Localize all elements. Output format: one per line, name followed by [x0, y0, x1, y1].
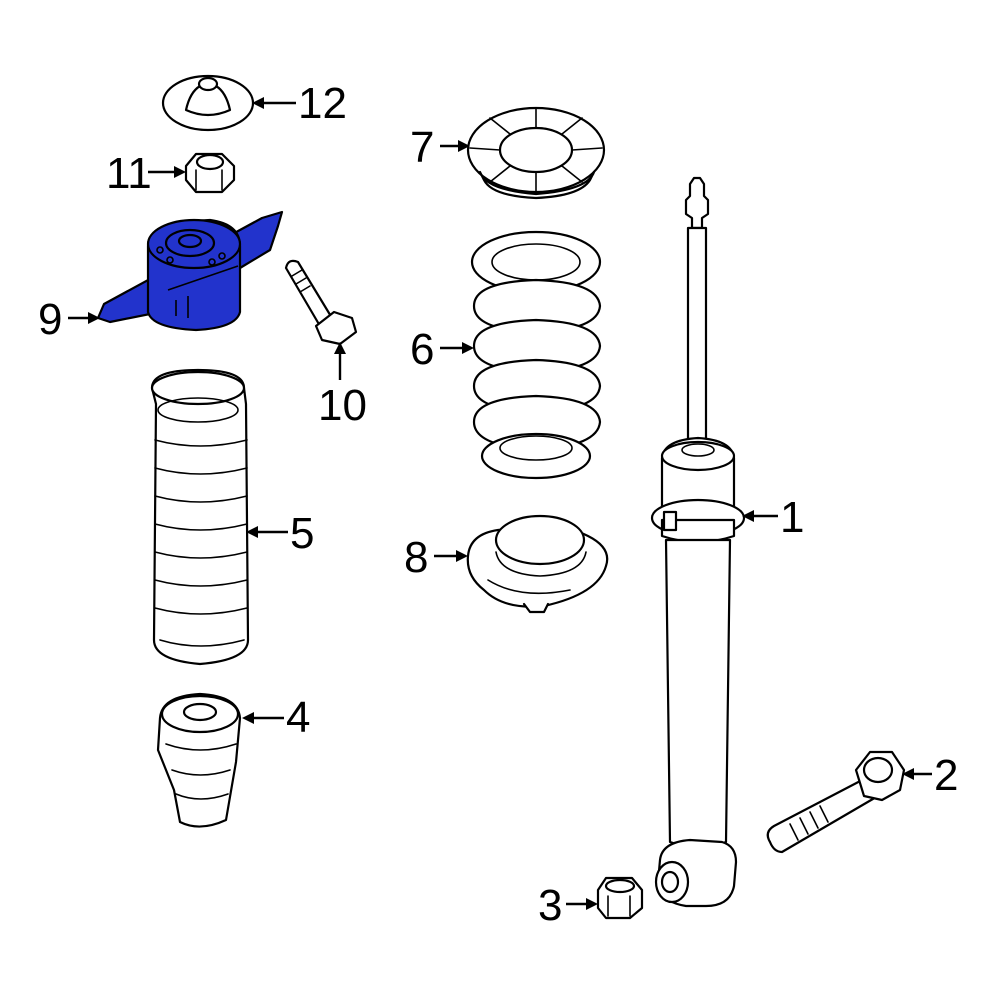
callout-7[interactable]: 7: [410, 123, 434, 172]
callout-3[interactable]: 3: [538, 881, 562, 930]
part-2-lower-mounting-bolt: [766, 750, 906, 854]
callout-8[interactable]: 8: [404, 533, 428, 582]
callout-5[interactable]: 5: [290, 509, 314, 558]
callout-labels: 12 11 9 10 5 4 7 6 8 1 2 3: [38, 79, 958, 930]
part-4-bump-stop: [156, 692, 242, 828]
part-5-dust-boot: [150, 368, 250, 666]
callout-4[interactable]: 4: [286, 693, 310, 742]
part-11-strut-nut: [184, 152, 236, 194]
callout-1[interactable]: 1: [780, 493, 804, 542]
callout-2[interactable]: 2: [934, 751, 958, 800]
callout-6[interactable]: 6: [410, 325, 434, 374]
part-10-mount-bolt: [284, 259, 358, 346]
callout-9[interactable]: 9: [38, 295, 62, 344]
part-1-shock-absorber: [650, 176, 746, 908]
part-8-lower-spring-seat: [466, 514, 609, 614]
callout-11[interactable]: 11: [106, 149, 152, 198]
part-9-upper-strut-mount: [96, 210, 284, 332]
part-7-upper-spring-seat: [466, 106, 606, 200]
callout-10[interactable]: 10: [318, 381, 367, 430]
part-3-lower-mounting-nut: [596, 876, 644, 920]
part-12-dust-cap: [161, 74, 255, 132]
leader-arrows: [68, 97, 932, 910]
callout-12[interactable]: 12: [298, 79, 347, 128]
part-6-coil-spring: [470, 230, 602, 480]
